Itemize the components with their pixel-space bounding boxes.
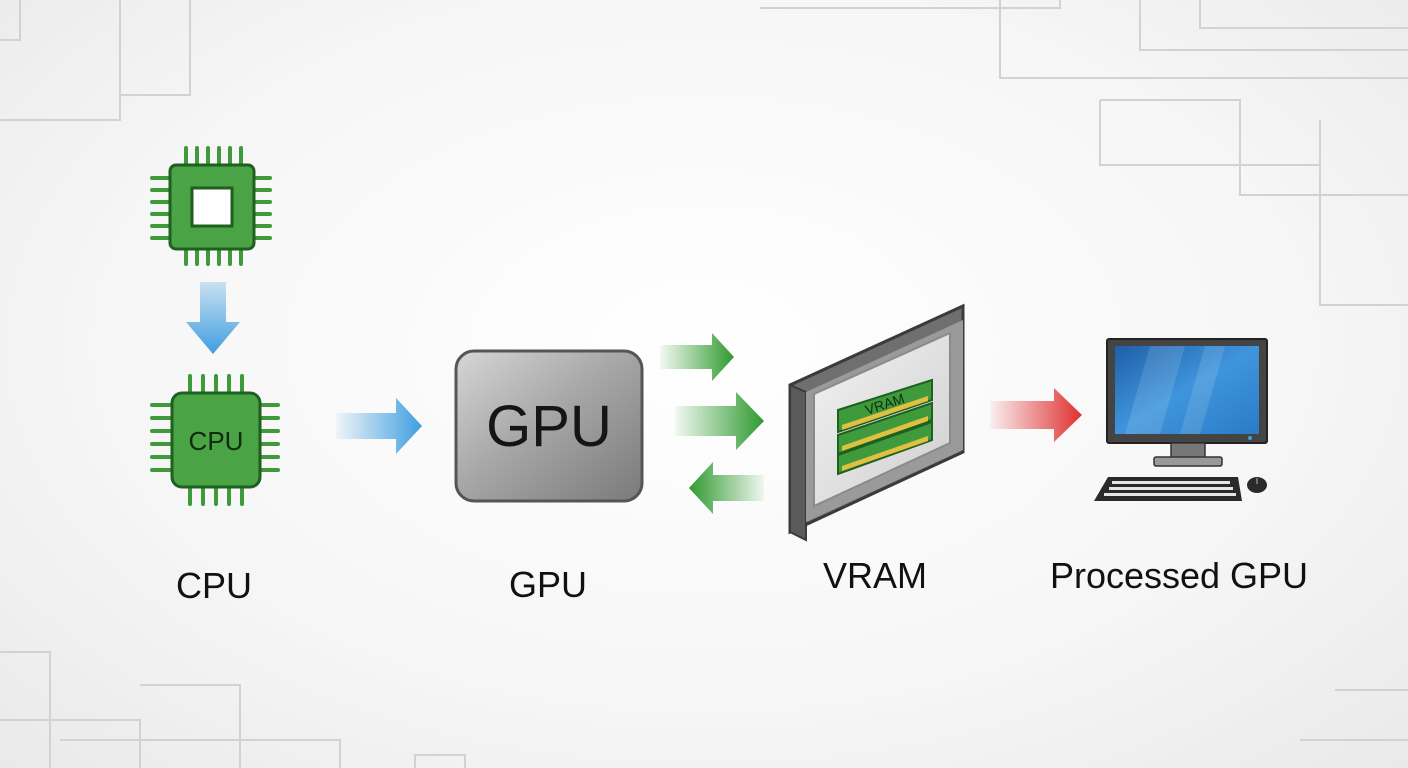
cpu-to-gpu-arrow-icon bbox=[336, 398, 422, 454]
computer-icon bbox=[1094, 338, 1268, 501]
vram-module-icon: VRAM bbox=[837, 378, 933, 476]
vram-caption: VRAM bbox=[822, 555, 927, 596]
vram-to-gpu-arrow-icon bbox=[689, 462, 764, 514]
gpu-to-vram-arrow-top-icon bbox=[660, 333, 734, 381]
cpu-caption: CPU bbox=[175, 565, 252, 606]
gpu-to-vram-arrow-middle-icon bbox=[675, 392, 764, 450]
vram-panel-icon: VRAM bbox=[788, 303, 965, 542]
chip-icon bbox=[150, 146, 272, 266]
gpu-caption: GPU bbox=[508, 564, 587, 605]
vram-to-output-arrow-icon bbox=[990, 388, 1082, 442]
cpu-chip-text: CPU bbox=[189, 426, 244, 456]
output-caption: Processed GPU bbox=[1049, 555, 1309, 596]
cpu-chip-icon: CPU bbox=[150, 374, 280, 506]
gpu-box-icon: GPU bbox=[454, 349, 644, 503]
gpu-box-text: GPU bbox=[486, 394, 612, 459]
down-arrow-icon bbox=[186, 282, 240, 354]
